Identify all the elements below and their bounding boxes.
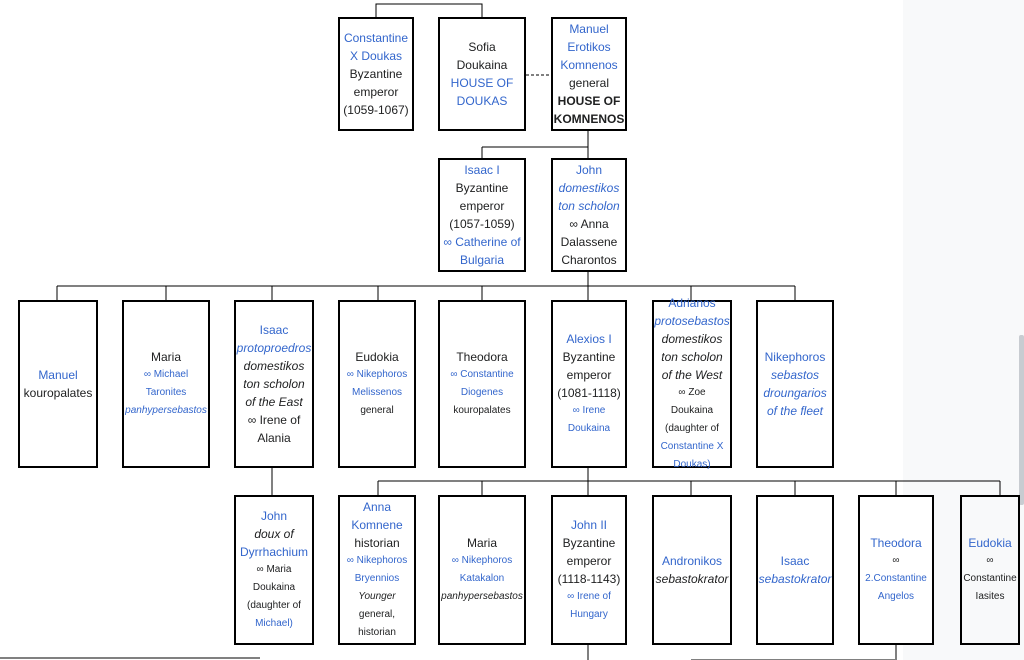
- house-of-komnenos-label: HOUSE OF KOMNENOS: [553, 94, 625, 126]
- eudokia-spouse-title: general: [360, 405, 394, 416]
- adrianos-spouse-father[interactable]: Constantine X Doukas): [660, 441, 724, 470]
- theodora-diogenes-spouse[interactable]: ∞ Constantine Diogenes: [450, 369, 514, 398]
- john-ii-reign: (1118-1143): [557, 572, 621, 586]
- adrianos-office: domestikos ton scholon of the West: [661, 332, 723, 382]
- eudokia-iasites-marriage: ∞: [986, 555, 994, 566]
- maria-taronites-name: Maria: [150, 350, 181, 364]
- person-box-john-domestikos: John domestikos ton scholon ∞ Anna Dalas…: [551, 158, 627, 272]
- john-doux-spouse: ∞ Maria Doukaina: [252, 564, 296, 593]
- alexios-i-reign: (1081-1118): [557, 386, 621, 400]
- john-domestikos-spouse: Dalassene Charontos: [560, 235, 618, 267]
- anna-komnene-spouse-title: general, historian: [358, 609, 396, 638]
- person-box-theodora-angelos: Theodora ∞ 2.Constantine Angelos: [858, 495, 934, 645]
- isaac-sebasto-name[interactable]: Isaac: [780, 554, 810, 568]
- person-box-john-doux: John doux of Dyrrhachium ∞ Maria Doukain…: [234, 495, 314, 645]
- sofia-name: Sofia Doukaina: [456, 40, 508, 72]
- alexios-i-name[interactable]: Alexios I: [566, 332, 612, 346]
- andronikos-name[interactable]: Andronikos: [661, 554, 723, 568]
- isaac-proto-spouse: ∞ Irene of Alania: [247, 413, 301, 445]
- isaac-proto-title[interactable]: protoproedros: [236, 341, 312, 355]
- anna-komnene-spouse[interactable]: ∞ Nikephoros Bryennios: [346, 555, 408, 584]
- john-ii-title: Byzantine emperor: [562, 536, 616, 568]
- person-box-isaac-i: Isaac I Byzantine emperor (1057-1059) ∞ …: [438, 158, 526, 272]
- manuel-erotikos-name[interactable]: Manuel Erotikos Komnenos: [560, 22, 618, 72]
- alexios-i-spouse[interactable]: ∞ Irene Doukaina: [567, 405, 611, 434]
- anna-komnene-spouse-epithet: Younger: [358, 591, 396, 602]
- constantine-x-name[interactable]: Constantine X Doukas: [343, 31, 409, 63]
- person-box-manuel-erotikos: Manuel Erotikos Komnenos general HOUSE O…: [551, 17, 627, 131]
- isaac-i-spouse[interactable]: ∞ Catherine of Bulgaria: [443, 235, 521, 267]
- theodora-angelos-marriage: ∞: [892, 555, 900, 566]
- eudokia-name: Eudokia: [355, 350, 399, 364]
- isaac-sebasto-title[interactable]: sebastokrator: [758, 572, 832, 586]
- isaac-proto-office: domestikos ton scholon of the East: [243, 359, 305, 409]
- adrianos-spouse-note: (daughter of: [665, 423, 719, 434]
- person-box-maria-katakalon: Maria ∞ Nikephoros Katakalon panhyperseb…: [438, 495, 526, 645]
- adrianos-spouse: ∞ Zoe Doukaina: [670, 387, 714, 416]
- john-doux-spouse-note: (daughter of: [247, 600, 301, 611]
- person-box-nikephoros-fleet: Nikephoros sebastos droungarios of the f…: [756, 300, 834, 468]
- person-box-anna-komnene: Anna Komnene historian ∞ Nikephoros Brye…: [338, 495, 416, 645]
- nikephoros-fleet-name[interactable]: Nikephoros: [764, 350, 826, 364]
- adrianos-title[interactable]: protosebastos: [654, 314, 730, 328]
- theodora-angelos-spouse[interactable]: 2.Constantine Angelos: [865, 573, 927, 602]
- isaac-proto-name[interactable]: Isaac: [259, 323, 289, 337]
- eudokia-iasites-spouse: Constantine Iasites: [963, 573, 1017, 602]
- john-ii-spouse[interactable]: ∞ Irene of Hungary: [567, 591, 611, 620]
- manuel-kouro-title: kouropalates: [23, 386, 93, 400]
- john-doux-place[interactable]: Dyrrhachium: [239, 545, 308, 559]
- constantine-x-title: Byzantine emperor: [349, 67, 403, 99]
- john-ii-name[interactable]: John II: [570, 518, 608, 532]
- manuel-erotikos-title: general: [568, 76, 610, 90]
- eudokia-iasites-name[interactable]: Eudokia: [968, 536, 1012, 550]
- maria-katakalon-spouse[interactable]: ∞ Nikephoros Katakalon: [451, 555, 513, 584]
- john-domestikos-title[interactable]: domestikos ton scholon: [558, 181, 620, 213]
- andronikos-title: sebastokrator: [655, 572, 729, 586]
- person-box-sofia: Sofia Doukaina HOUSE OF DOUKAS: [438, 17, 526, 131]
- person-box-maria-taronites: Maria ∞ Michael Taronites panhypersebast…: [122, 300, 210, 468]
- house-of-doukas-link[interactable]: HOUSE OF DOUKAS: [450, 76, 514, 108]
- john-doux-name[interactable]: John: [260, 509, 288, 523]
- isaac-i-title: Byzantine emperor (1057-1059): [449, 181, 515, 231]
- adrianos-name[interactable]: Adrianos: [668, 296, 716, 310]
- person-box-alexios-i: Alexios I Byzantine emperor (1081-1118) …: [551, 300, 627, 468]
- scrollbar-thumb[interactable]: [1019, 335, 1024, 505]
- constantine-x-reign: (1059-1067): [343, 103, 409, 117]
- person-box-constantine-x: Constantine X Doukas Byzantine emperor (…: [338, 17, 414, 131]
- manuel-kouro-name[interactable]: Manuel: [38, 368, 78, 382]
- john-doux-spouse-father[interactable]: Michael): [255, 618, 293, 629]
- anna-komnene-name[interactable]: Anna Komnene: [351, 500, 403, 532]
- person-box-eudokia: Eudokia ∞ Nikephoros Melissenos general: [338, 300, 416, 468]
- john-domestikos-spouse-prefix: ∞ Anna: [569, 217, 609, 231]
- john-domestikos-name[interactable]: John: [575, 163, 603, 177]
- nikephoros-fleet-title[interactable]: sebastos droungarios of the fleet: [763, 368, 827, 418]
- person-box-adrianos: Adrianos protosebastos domestikos ton sc…: [652, 296, 732, 470]
- maria-taronites-title[interactable]: panhypersebastos: [125, 405, 207, 416]
- maria-taronites-spouse[interactable]: ∞ Michael Taronites: [143, 369, 189, 398]
- alexios-i-title: Byzantine emperor: [562, 350, 616, 382]
- isaac-i-name[interactable]: Isaac I: [464, 163, 500, 177]
- john-doux-title: doux of: [254, 527, 294, 541]
- maria-katakalon-name: Maria: [466, 536, 497, 550]
- theodora-diogenes-name: Theodora: [456, 350, 508, 364]
- person-box-eudokia-iasites: Eudokia ∞ Constantine Iasites: [960, 495, 1020, 645]
- person-box-andronikos: Andronikos sebastokrator: [652, 495, 732, 645]
- person-box-manuel-kouropalates: Manuel kouropalates: [18, 300, 98, 468]
- person-box-isaac-sebastokrator: Isaac sebastokrator: [756, 495, 834, 645]
- eudokia-spouse[interactable]: ∞ Nikephoros Melissenos: [346, 369, 408, 398]
- person-box-john-ii: John II Byzantine emperor (1118-1143) ∞ …: [551, 495, 627, 645]
- theodora-angelos-name[interactable]: Theodora: [870, 536, 922, 550]
- maria-katakalon-title: panhypersebastos: [441, 591, 523, 602]
- anna-komnene-title: historian: [354, 536, 400, 550]
- person-box-theodora-diogenes: Theodora ∞ Constantine Diogenes kouropal…: [438, 300, 526, 468]
- person-box-isaac-protoproedros: Isaac protoproedros domestikos ton schol…: [234, 300, 314, 468]
- theodora-diogenes-spouse-title: kouropalates: [453, 405, 511, 416]
